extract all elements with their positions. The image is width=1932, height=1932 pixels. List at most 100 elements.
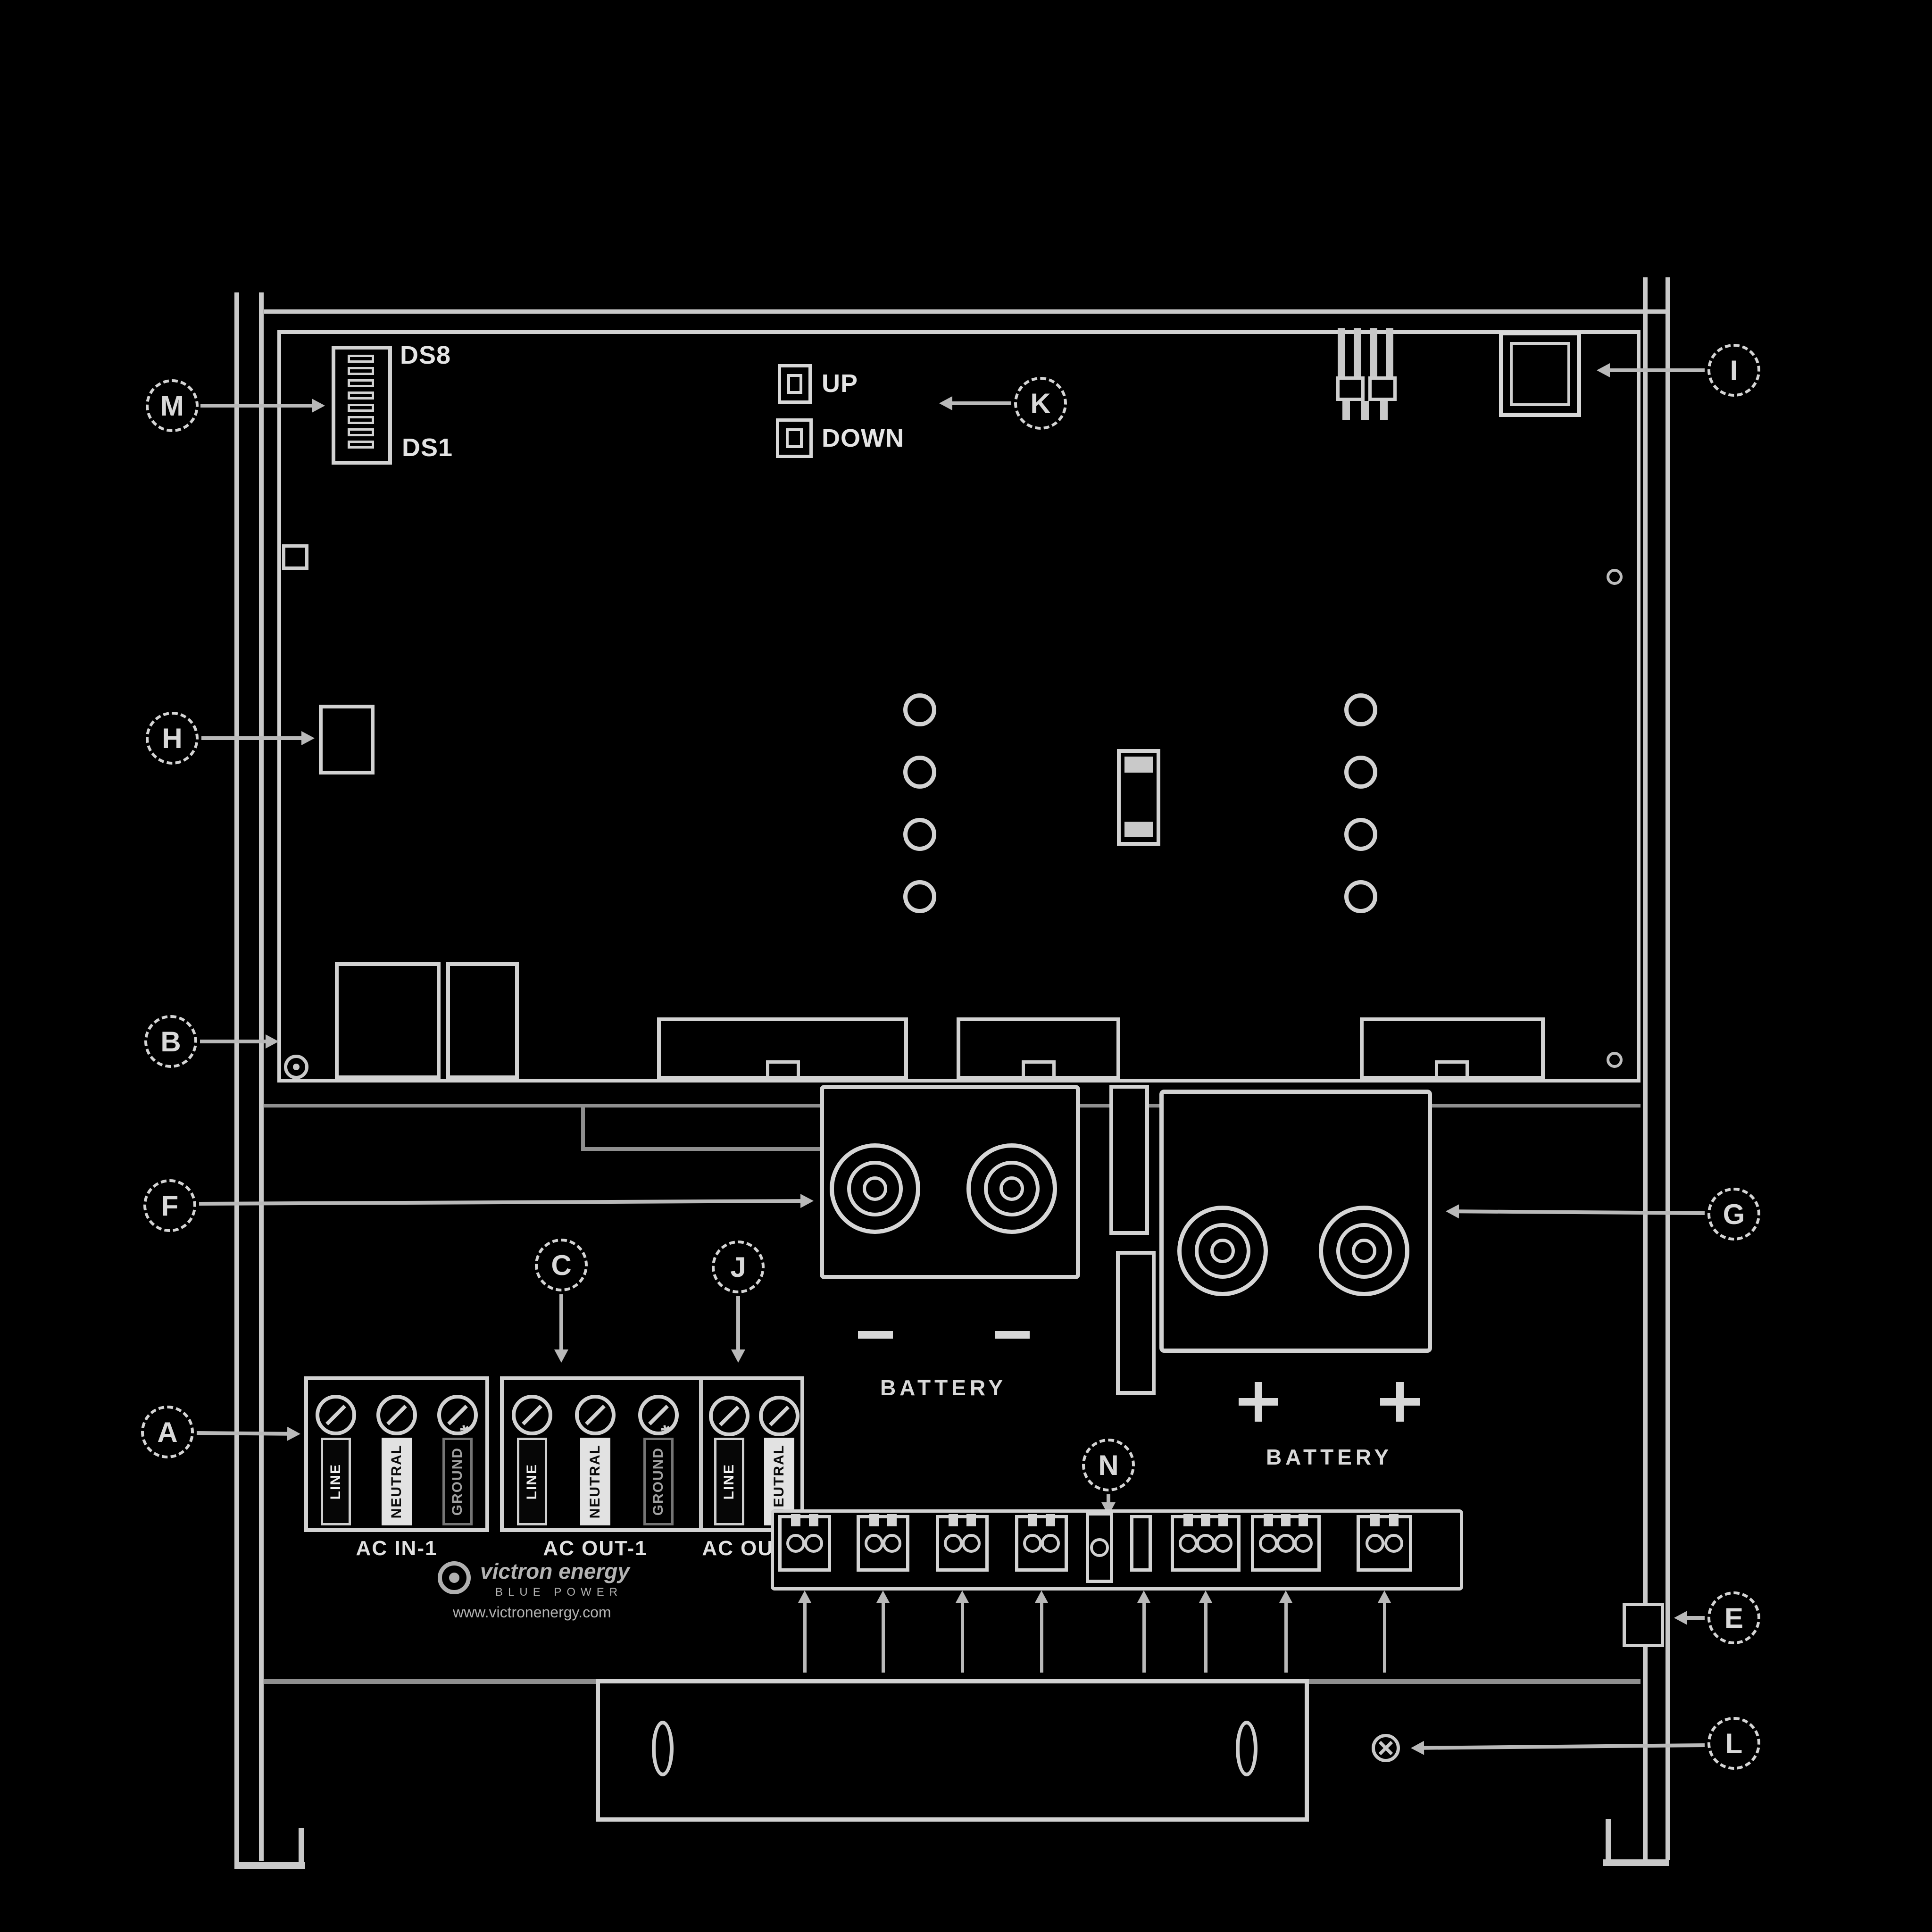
pin-icon (1090, 1538, 1109, 1557)
chassis-rail-left-inner (259, 292, 264, 1861)
foot-right (1603, 1859, 1669, 1866)
pin-icon (1366, 1534, 1385, 1553)
connector-tab-icon (1281, 1514, 1291, 1526)
pad-icon (1344, 756, 1377, 789)
pin-icon (1041, 1534, 1060, 1553)
ac-block-divider (699, 1380, 703, 1528)
pin-icon (961, 1534, 981, 1553)
up-arrow-icon (1279, 1591, 1292, 1673)
pin-icon (1214, 1534, 1232, 1553)
ac-tag-neutral: NEUTRAL (382, 1438, 412, 1525)
chassis-rail-right-inner (1643, 277, 1648, 1860)
callout-i: I (1707, 344, 1760, 397)
up-button (778, 364, 812, 404)
foot-right-stub (1606, 1819, 1611, 1864)
component-slider-cap-bottom (1124, 822, 1153, 837)
connector-tab-icon (1299, 1514, 1308, 1526)
jumper-header-stub-3 (1380, 401, 1388, 420)
pin-icon (1276, 1534, 1295, 1553)
pin-icon (1259, 1534, 1278, 1553)
ac-screw-icon (759, 1396, 799, 1436)
ac-screw-icon (316, 1395, 356, 1435)
hex-bolt-icon (966, 1143, 1057, 1234)
callout-arrow-f (199, 1199, 801, 1206)
callout-f: F (143, 1179, 196, 1232)
component-slider-cap-top (1124, 757, 1153, 773)
connector-tab-icon (1028, 1514, 1038, 1526)
victron-logo-icon-dot (449, 1573, 459, 1583)
pin-icon (786, 1534, 806, 1553)
callout-c: C (535, 1239, 588, 1291)
jumper-header-pin-1 (1338, 328, 1345, 384)
callout-arrow-m (200, 399, 325, 413)
pad-icon (903, 693, 936, 726)
up-arrow-icon (1137, 1591, 1150, 1673)
callout-h: H (146, 712, 199, 765)
plus-mark (1380, 1382, 1420, 1422)
pin-icon (1384, 1534, 1403, 1553)
victron-logo: victron energy BLUE POWER www.victronene… (425, 1555, 670, 1625)
hex-bolt-icon (830, 1143, 920, 1234)
interface-box (1499, 331, 1581, 417)
connector-tab-icon (1370, 1514, 1380, 1526)
ac-screw-icon (638, 1395, 679, 1435)
pin-icon (944, 1534, 963, 1553)
callout-g: G (1707, 1188, 1760, 1241)
ac-tag-line: LINE (321, 1438, 351, 1525)
callout-arrow-l (1423, 1743, 1705, 1750)
up-label: UP (822, 369, 858, 398)
pcb-slot-2-notch (1022, 1060, 1056, 1079)
pin-icon (1179, 1534, 1198, 1553)
up-arrow-icon (956, 1591, 969, 1673)
connector-tab-icon (791, 1514, 801, 1526)
relay-box-2 (446, 962, 519, 1079)
ds8-label: DS8 (400, 341, 451, 369)
oval-hole-2 (1236, 1721, 1257, 1776)
panel-step-v (581, 1106, 585, 1149)
pad-icon (1344, 880, 1377, 913)
up-arrow-icon (876, 1591, 890, 1673)
callout-k: K (1014, 377, 1067, 430)
connector-tab-icon (887, 1514, 897, 1526)
callout-m: M (146, 379, 199, 432)
connector-tab-icon (1183, 1514, 1193, 1526)
ac-port-label: AC OUT-1 (543, 1537, 648, 1560)
callout-arrow-b (200, 1034, 279, 1049)
callout-arrow-j (736, 1296, 740, 1350)
ac-tag-ground: GROUND* (442, 1424, 481, 1525)
l-screw-icon (1372, 1734, 1400, 1762)
connector-tab-icon (808, 1514, 818, 1526)
chassis-rail-left-outer (234, 292, 239, 1863)
callout-b: B (144, 1015, 197, 1068)
pad-icon (1344, 818, 1377, 851)
ac-tag-ground: GROUND* (643, 1424, 682, 1525)
callout-arrow-k (952, 401, 1011, 405)
connector-tab-icon (949, 1514, 958, 1526)
connector-tab-icon (1218, 1514, 1228, 1526)
chassis-top-edge (264, 309, 1668, 314)
plus-mark (1239, 1382, 1278, 1422)
busbar-1 (1109, 1085, 1149, 1235)
jumper-header-pin-3 (1370, 328, 1377, 384)
pin-icon (882, 1534, 901, 1553)
up-arrow-icon (798, 1591, 811, 1673)
ds1-label: DS1 (402, 433, 453, 462)
down-label: DOWN (822, 424, 904, 452)
victron-brand: victron energy (480, 1559, 630, 1583)
pin-icon (1023, 1534, 1042, 1553)
jumper-header-stub-2 (1361, 401, 1369, 420)
pin-icon (865, 1534, 884, 1553)
callout-arrow-a (196, 1431, 288, 1436)
victron-tagline: BLUE POWER (495, 1586, 623, 1599)
jumper-header-stub-1 (1342, 401, 1350, 420)
victron-logo-icon (438, 1561, 471, 1594)
ac-screw-icon (512, 1395, 552, 1435)
jumper-block-2 (1368, 376, 1397, 401)
pin-icon (1196, 1534, 1215, 1553)
h-target-box (319, 705, 375, 774)
connector-tab-icon (1201, 1514, 1210, 1526)
ac-tag-neutral: NEUTRAL (580, 1438, 610, 1525)
bottom-panel (596, 1679, 1309, 1822)
pad-icon (903, 818, 936, 851)
hex-bolt-icon (1177, 1206, 1268, 1296)
